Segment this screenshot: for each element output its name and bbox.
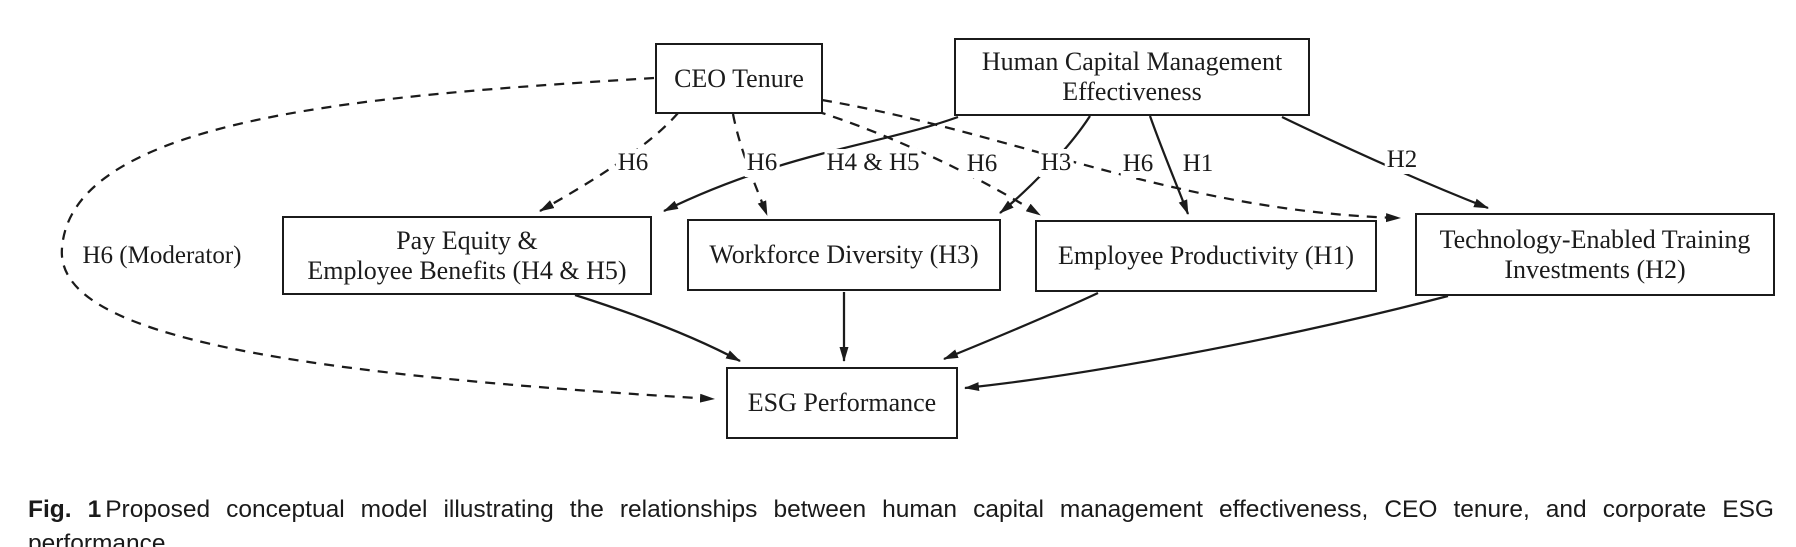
edge-label-h1: H1 (1180, 150, 1216, 178)
node-esg-performance: ESG Performance (726, 367, 958, 439)
edge-hcm-to-emp-solid (1148, 115, 1190, 215)
edge-ceo-to-pay-dashed (539, 112, 679, 212)
node-ceo-tenure: CEO Tenure (655, 43, 823, 114)
edge-ceo-to-tech-dashed (821, 98, 1401, 223)
node-label: ESG Performance (747, 388, 937, 418)
edge-label-h4-h5: H4 & H5 (824, 149, 922, 177)
edge-tech-to-esg-solid (964, 294, 1449, 392)
figure-caption-text: Proposed conceptual model illustrating t… (28, 495, 1774, 547)
node-pay-equity-employee-benefits: Pay Equity & Employee Benefits (H4 & H5) (282, 216, 652, 295)
edge-label-h6-ceo-wfd: H6 (744, 149, 780, 177)
node-label-line1: Technology-Enabled Training (1439, 224, 1751, 254)
node-label-line1: Pay Equity & (396, 225, 538, 255)
node-technology-enabled-training-investments: Technology-Enabled Training Investments … (1415, 213, 1775, 296)
edge-ceo-to-emp-dashed (815, 109, 1041, 216)
edge-label-h6-ceo-pay: H6 (615, 149, 651, 177)
node-label: CEO Tenure (674, 63, 804, 93)
edge-label-h6-moderator: H6 (Moderator) (82, 242, 242, 269)
edge-label-h2: H2 (1384, 146, 1420, 174)
node-workforce-diversity: Workforce Diversity (H3) (687, 219, 1001, 291)
edge-label-h6-ceo-emp: H6 (964, 150, 1000, 178)
edge-emp-to-esg-solid (943, 291, 1099, 361)
node-human-capital-management-effectiveness: Human Capital Management Effectiveness (954, 38, 1310, 116)
node-label-line1: Human Capital Management (981, 47, 1283, 77)
edge-label-h3: H3 (1038, 149, 1074, 177)
node-label-line2: Investments (H2) (1504, 254, 1686, 284)
node-label: Employee Productivity (H1) (1057, 241, 1355, 271)
figure-caption-tag: Fig. 1 (28, 495, 102, 523)
edge-ceo-to-esg-moderator-dashed (60, 76, 715, 403)
node-employee-productivity: Employee Productivity (H1) (1035, 220, 1377, 292)
node-label-line2: Employee Benefits (H4 & H5) (307, 255, 627, 285)
node-label: Workforce Diversity (H3) (709, 240, 979, 270)
edge-label-h6-ceo-tech: H6 (1120, 150, 1156, 178)
edge-pay-to-esg-solid (574, 293, 741, 362)
node-label-line2: Effectiveness (1062, 77, 1202, 106)
